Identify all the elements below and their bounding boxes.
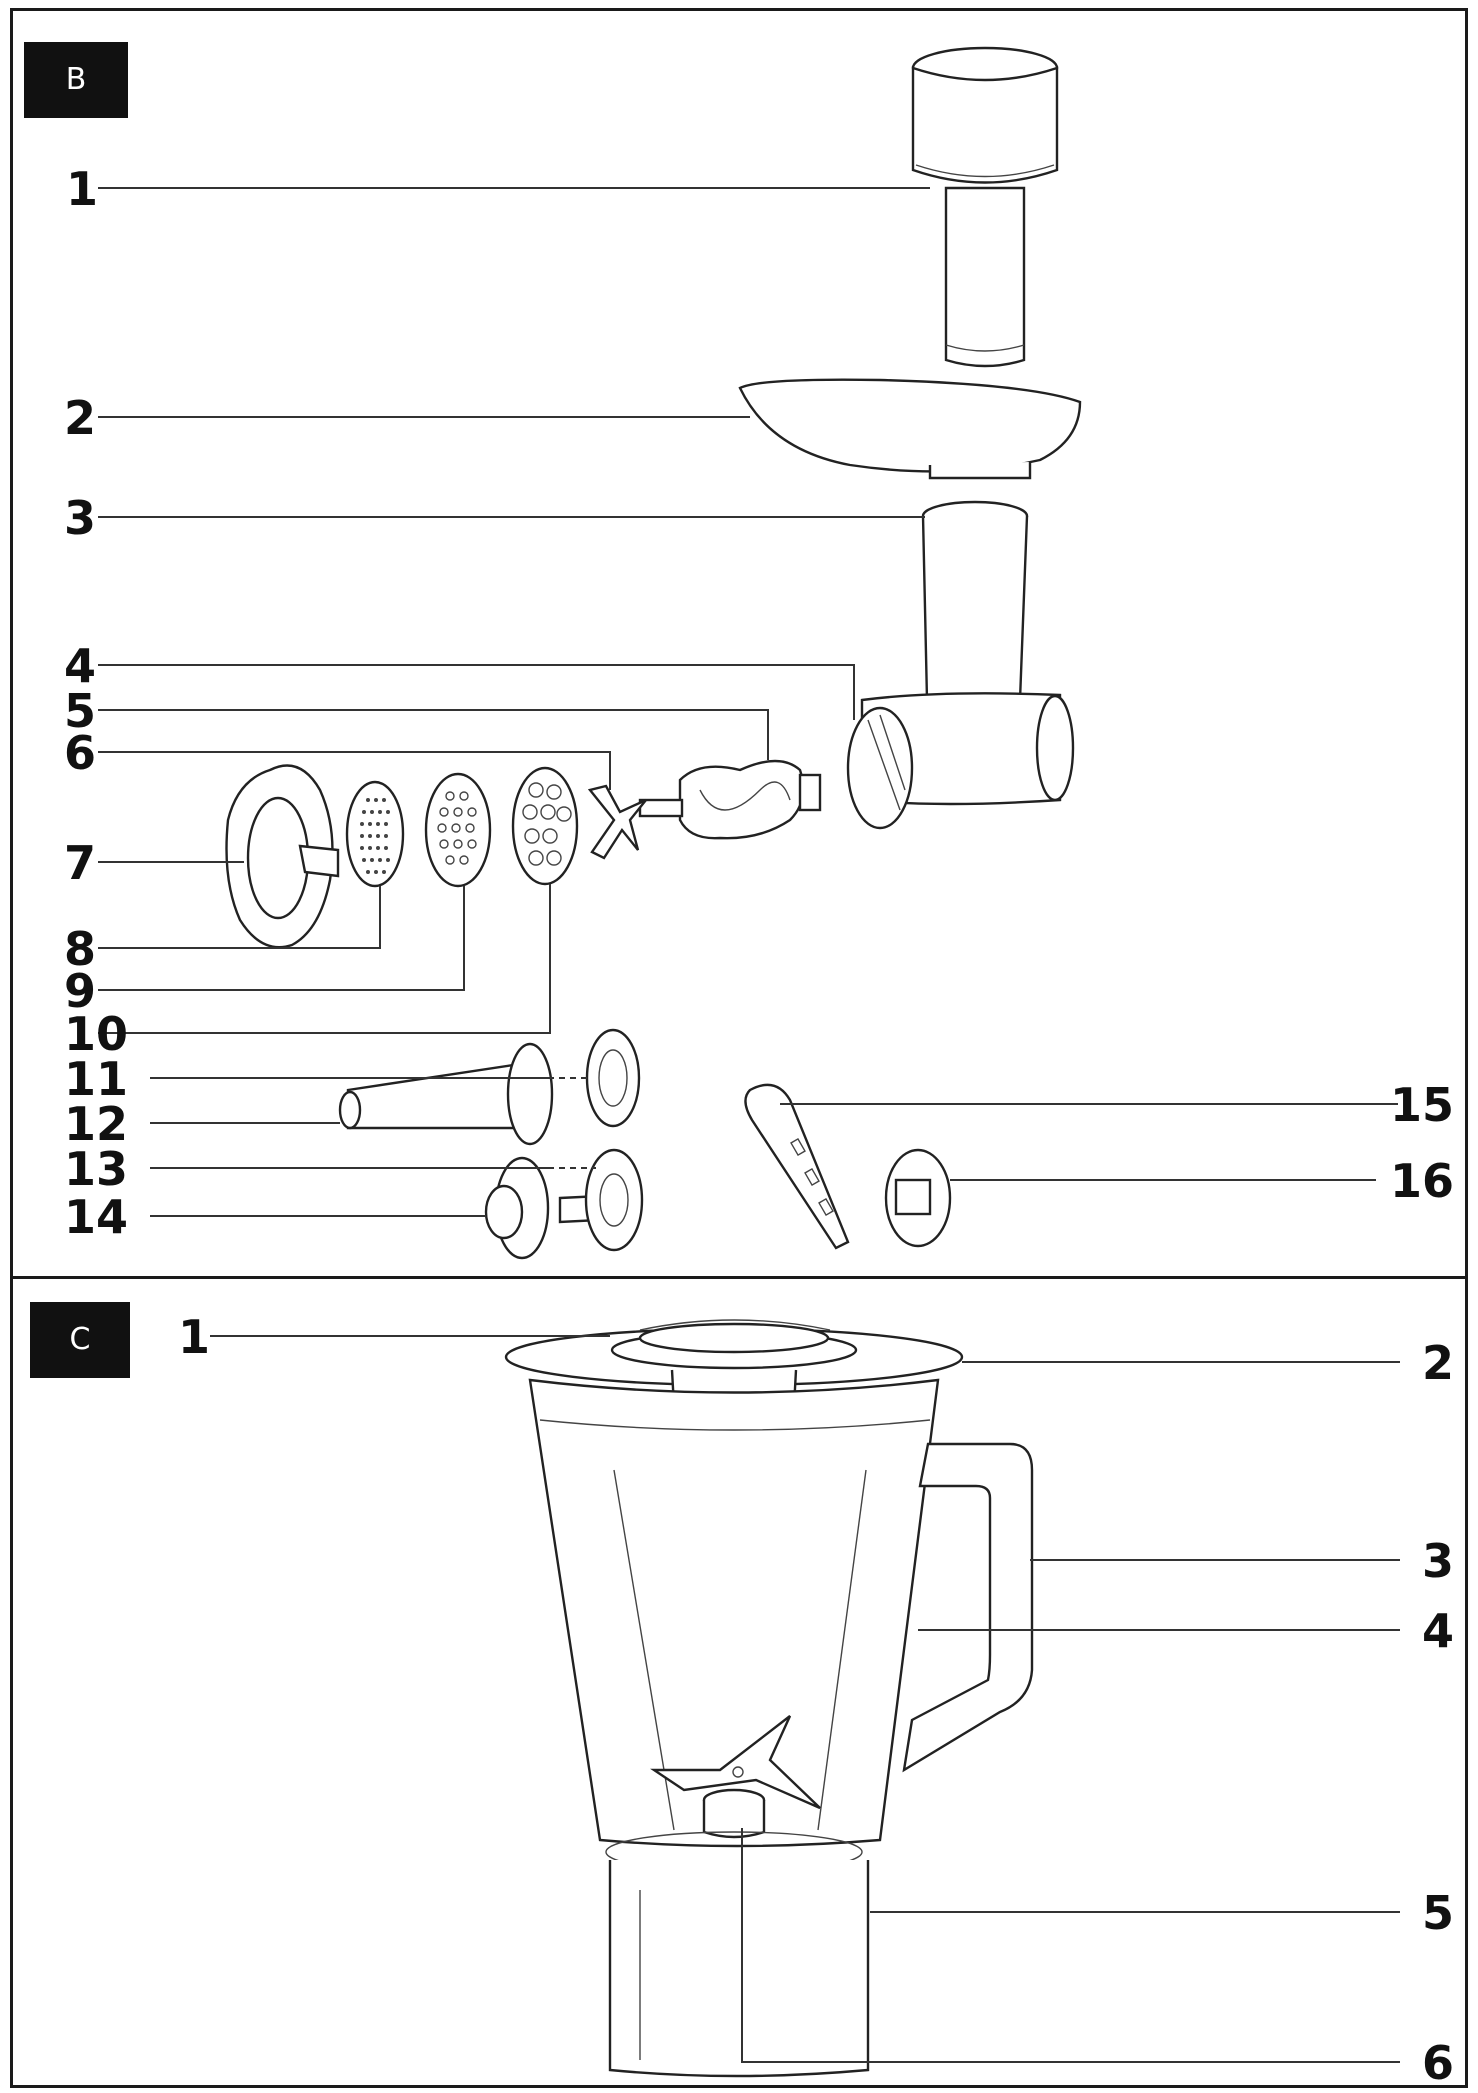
- part-coupling: [884, 1148, 952, 1248]
- part-fine-plate: [345, 780, 405, 888]
- part-scraper: [744, 1083, 850, 1250]
- callout-c-4: 4: [1421, 1604, 1454, 1658]
- callout-b-12: 12: [64, 1097, 129, 1151]
- callout-c-5: 5: [1421, 1886, 1454, 1940]
- part-medium-plate: [424, 772, 492, 888]
- callout-b-4: 4: [64, 639, 97, 693]
- callout-b-14: 14: [64, 1190, 129, 1244]
- callout-b-11: 11: [64, 1052, 129, 1106]
- part-blender-jug: [504, 1319, 1034, 2078]
- callout-c-2: 2: [1421, 1336, 1454, 1390]
- leader-lines-c: [210, 1335, 1400, 2063]
- callout-c-3: 3: [1421, 1534, 1454, 1588]
- callout-b-16: 16: [1389, 1154, 1454, 1208]
- part-ring-nut: [225, 764, 340, 949]
- callout-c-1: 1: [178, 1310, 211, 1364]
- panel-b-meat-grinder: [10, 8, 1468, 1279]
- callout-b-7: 7: [64, 836, 97, 890]
- part-tray: [738, 378, 1082, 480]
- callout-b-1: 1: [66, 162, 99, 216]
- callout-b-9: 9: [64, 964, 97, 1018]
- callout-b-8: 8: [64, 922, 97, 976]
- leader-lines-b: [98, 187, 1398, 1217]
- part-grinder-body: [846, 500, 1075, 830]
- part-pusher: [911, 46, 1059, 368]
- callout-b-5: 5: [64, 684, 97, 738]
- callout-b-2: 2: [64, 391, 97, 445]
- callout-b-3: 3: [64, 491, 97, 545]
- part-cross-blade: [587, 784, 647, 860]
- part-coarse-plate: [511, 766, 579, 886]
- part-auger: [638, 759, 822, 840]
- panel-b-badge: B: [24, 42, 128, 118]
- part-sausage-nozzle: [338, 1028, 641, 1146]
- callout-b-15: 15: [1389, 1078, 1454, 1132]
- callout-c-6: 6: [1421, 2036, 1454, 2090]
- part-kebbe-attachment: [484, 1148, 644, 1260]
- panel-c-badge: C: [30, 1302, 130, 1378]
- callout-b-13: 13: [64, 1142, 129, 1196]
- callout-b-6: 6: [64, 726, 97, 780]
- callout-b-10: 10: [64, 1007, 129, 1061]
